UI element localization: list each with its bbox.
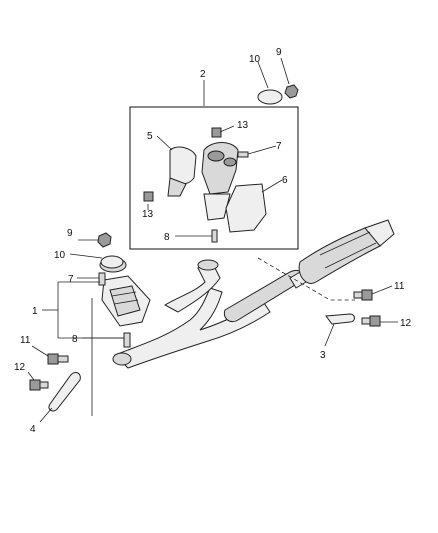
callout-3: 3: [320, 350, 326, 361]
front-catalytic-converter: [99, 257, 151, 327]
callout-5: 5: [147, 131, 153, 142]
callout-12-right: 12: [400, 318, 412, 329]
callout-13-top: 13: [237, 120, 249, 131]
callout-7-left: 7: [68, 274, 74, 285]
bolt-12-left: [29, 379, 49, 391]
callout-4: 4: [30, 424, 36, 435]
callout-10-top: 10: [249, 54, 261, 65]
callout-1: 1: [32, 306, 38, 317]
callout-8-top: 8: [164, 232, 170, 243]
stud-top: [237, 151, 249, 158]
lower-heat-shield: [225, 183, 267, 233]
bracket-right: [325, 313, 355, 325]
nut-left: [97, 232, 112, 248]
callout-11-left: 11: [20, 335, 31, 346]
bolt-12-right: [361, 315, 381, 327]
callout-12-left: 12: [14, 362, 26, 373]
leader-lines: [27, 57, 398, 423]
callout-11-right: 11: [394, 281, 405, 292]
callout-13-bottom: 13: [142, 209, 154, 220]
callout-9-left: 9: [67, 228, 73, 239]
stud-left: [98, 272, 106, 286]
upper-heat-shield: [167, 146, 197, 197]
rear-catalytic-converter: [298, 219, 395, 284]
callout-2: 2: [200, 69, 206, 80]
gasket-top: [257, 89, 283, 105]
bracket-left: [48, 372, 81, 412]
callout-9-top: 9: [276, 47, 282, 58]
bolt-left: [47, 353, 69, 365]
callout-6: 6: [282, 175, 288, 186]
nut-top: [284, 84, 299, 99]
bolt-13-lower: [143, 191, 154, 202]
assembly-centerline: [257, 257, 355, 301]
callout-7-top: 7: [276, 141, 282, 152]
y-pipe: [112, 259, 271, 369]
stud-lower-left: [123, 332, 131, 348]
callout-10-left: 10: [54, 250, 66, 261]
stud-8-top: [211, 229, 218, 243]
bolt-right: [353, 289, 373, 301]
exhaust-manifold: [201, 142, 239, 221]
gasket-left: [100, 255, 124, 269]
callout-8-left: 8: [72, 334, 78, 345]
bolt-13-upper: [211, 127, 222, 138]
detail-inset-box: [129, 106, 299, 250]
